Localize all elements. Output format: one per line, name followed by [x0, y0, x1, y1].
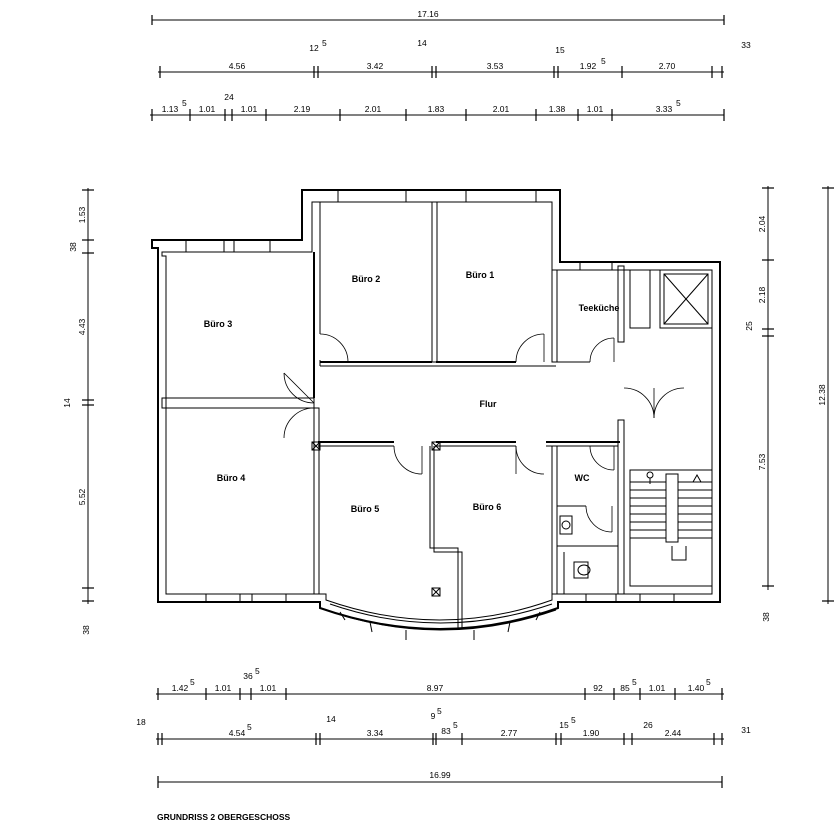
shafts	[311, 441, 441, 597]
dim-top-r2-2: 3.53	[487, 61, 504, 71]
dim-top-r3-4: 2.01	[365, 104, 382, 114]
dim-top-r3-6: 2.01	[493, 104, 510, 114]
dim-bot-r1-2: 1.01	[260, 683, 277, 693]
room-label-buero-6: Büro 6	[473, 502, 502, 512]
dim-bot-r2-1: 3.34	[367, 728, 384, 738]
left-dimensions: 1.53 38 4.43 14 5.52 38	[62, 188, 94, 635]
room-label-teekueche: Teeküche	[579, 303, 620, 313]
doors	[283, 333, 685, 533]
dim-bot-r1-0: 1.42	[172, 683, 189, 693]
room-label-buero-2: Büro 2	[352, 274, 381, 284]
dim-top-r3-2: 1.01	[241, 104, 258, 114]
dim-bot-r1-7: 1.40	[688, 683, 705, 693]
dim-bot-r2-extra-5: 31	[741, 725, 751, 735]
bottom-dimensions: 1.42 5 1.01 36 5 1.01 8.97 92 85 5 1.01 …	[136, 666, 751, 788]
dim-top-r3-8: 1.01	[587, 104, 604, 114]
building-walls	[151, 189, 721, 640]
windows	[185, 189, 675, 603]
dim-bot-r1-sup-3: 5	[706, 677, 711, 687]
dim-right-3: 7.53	[757, 453, 767, 470]
dim-bot-r2-4: 1.90	[583, 728, 600, 738]
dim-bot-r1-3: 8.97	[427, 683, 444, 693]
dim-top-r3-9: 3.33	[656, 104, 673, 114]
dim-right-0: 2.04	[757, 215, 767, 232]
dim-top-r3-0: 1.13	[162, 104, 179, 114]
dim-top-r3-7: 1.38	[549, 104, 566, 114]
dim-left-0: 1.53	[77, 206, 87, 223]
dim-bot-r2-sup-2: 5	[453, 720, 458, 730]
room-labels: Büro 2 Büro 1 Büro 3 Teeküche Flur Büro …	[204, 270, 620, 514]
dim-bot-r1-sup-2: 5	[632, 677, 637, 687]
room-label-wc: WC	[575, 473, 590, 483]
dim-bot-r1-extra-0: 36	[243, 671, 253, 681]
dim-right-2: 25	[744, 321, 754, 331]
room-label-buero-1: Büro 1	[466, 270, 495, 280]
dim-top-r2-4: 2.70	[659, 61, 676, 71]
dim-bot-r2-2: 83	[441, 726, 451, 736]
dim-right-4: 38	[761, 612, 771, 622]
dim-bot-r1-sup-0: 5	[190, 677, 195, 687]
dim-bot-overall: 16.99	[429, 770, 451, 780]
dim-top-r3-extra-0: 24	[224, 92, 234, 102]
dim-top-r2-0: 4.56	[229, 61, 246, 71]
dim-bot-r2-extra-2: 9	[431, 711, 436, 721]
room-label-buero-4: Büro 4	[217, 473, 246, 483]
bay-windows	[325, 603, 557, 640]
elevator	[629, 269, 713, 329]
staircase	[629, 469, 713, 587]
dim-left-1: 38	[68, 242, 78, 252]
dim-top-r2-extra-3: 33	[741, 40, 751, 50]
dim-bot-r2-3: 2.77	[501, 728, 518, 738]
dim-top-overall: 17.16	[417, 9, 439, 19]
dim-bot-r2-sup-3: 5	[571, 715, 576, 725]
dim-left-4: 5.52	[77, 488, 87, 505]
dim-left-5: 38	[81, 625, 91, 635]
dim-top-r2-extra-2: 15	[555, 45, 565, 55]
dim-top-r2-1: 3.42	[367, 61, 384, 71]
dim-top-r3-5: 1.83	[428, 104, 445, 114]
dim-top-r2-sup-1: 5	[601, 56, 606, 66]
dim-right-outer: 12.38	[817, 384, 827, 406]
dim-bot-r2-extra-4: 26	[643, 720, 653, 730]
right-dimensions: 2.04 2.18 25 7.53 38 12.38	[744, 186, 834, 622]
plan-title: GRUNDRISS 2 OBERGESCHOSS	[157, 812, 291, 822]
dim-top-r2-extra-0: 12	[309, 43, 319, 53]
dim-bot-r2-extra-3: 15	[559, 720, 569, 730]
dim-bot-r2-extra-1: 14	[326, 714, 336, 724]
dim-bot-r1-4: 92	[593, 683, 603, 693]
dim-left-2: 4.43	[77, 318, 87, 335]
dim-top-r2-sup-0: 5	[322, 38, 327, 48]
dim-top-r2-extra-1: 14	[417, 38, 427, 48]
dim-bot-r2-sup-0: 5	[247, 722, 252, 732]
dim-top-r2-3: 1.92	[580, 61, 597, 71]
room-label-buero-5: Büro 5	[351, 504, 380, 514]
dim-left-3: 14	[62, 398, 72, 408]
dim-bot-r2-extra-0: 18	[136, 717, 146, 727]
dim-top-r3-sup-0: 5	[182, 98, 187, 108]
top-dimensions: 17.16 4.56 3.42 3.53 1.92 5 2.70 12 5 14…	[150, 9, 751, 121]
dim-bot-r2-5: 2.44	[665, 728, 682, 738]
dim-right-1: 2.18	[757, 286, 767, 303]
dim-bot-r1-6: 1.01	[649, 683, 666, 693]
dim-bot-r1-5: 85	[620, 683, 630, 693]
dim-top-r3-3: 2.19	[294, 104, 311, 114]
room-label-flur: Flur	[480, 399, 497, 409]
dim-bot-r2-sup-1: 5	[437, 706, 442, 716]
dim-top-r3-sup-1: 5	[676, 98, 681, 108]
dim-bot-r1-1: 1.01	[215, 683, 232, 693]
wc-fixtures	[559, 515, 591, 579]
room-label-buero-3: Büro 3	[204, 319, 233, 329]
dim-bot-r1-sup-1: 5	[255, 666, 260, 676]
dim-top-r3-1: 1.01	[199, 104, 216, 114]
dim-bot-r2-0: 4.54	[229, 728, 246, 738]
